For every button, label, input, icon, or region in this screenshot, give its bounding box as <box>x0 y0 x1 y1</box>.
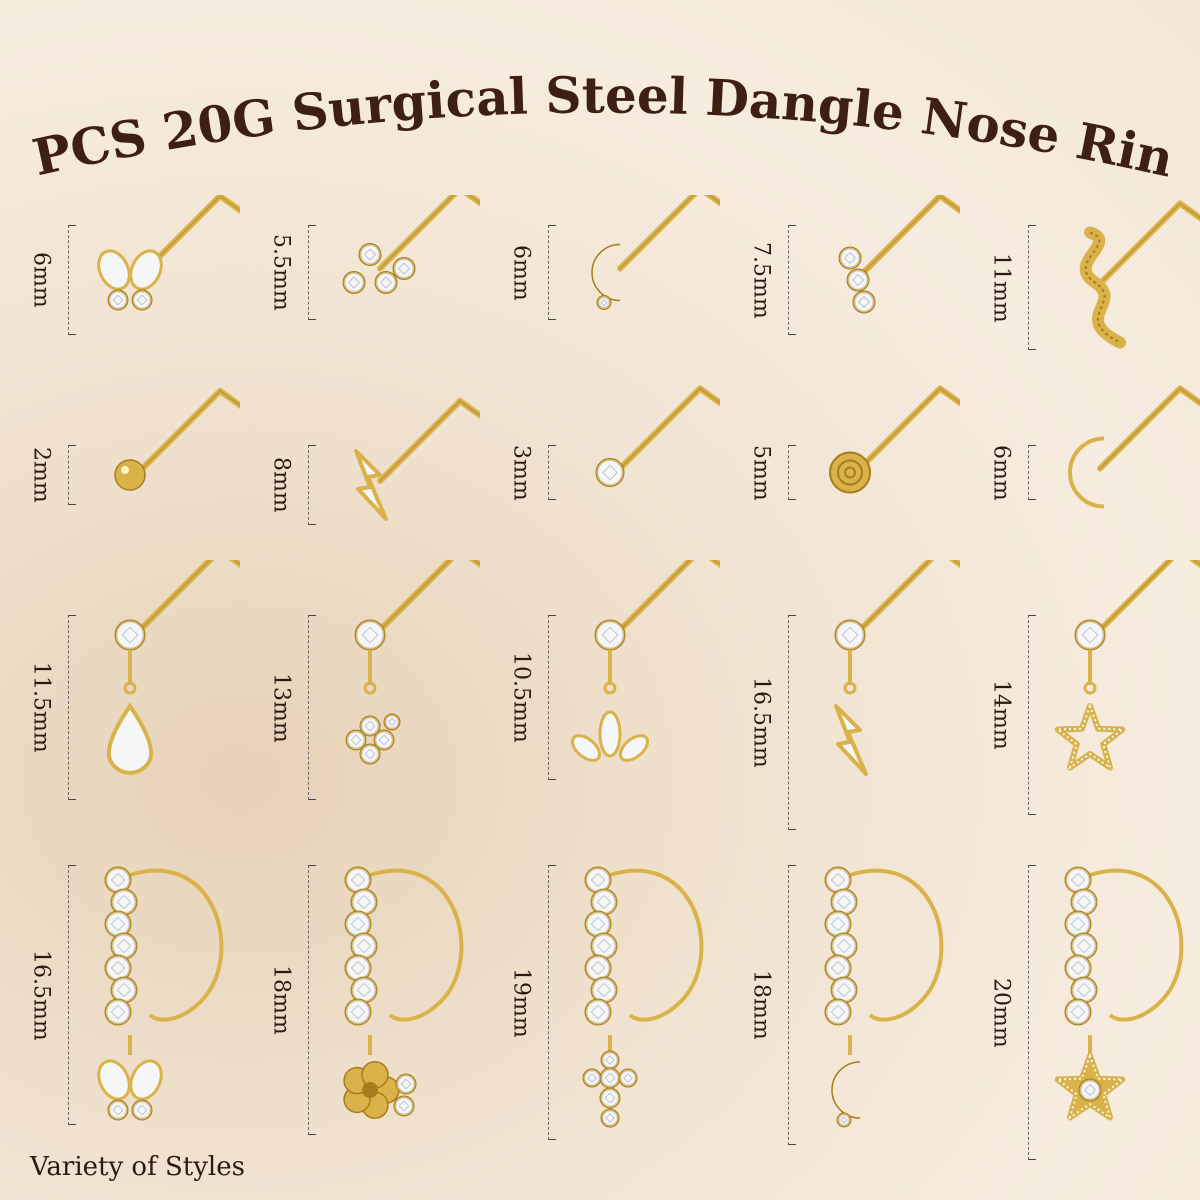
jewelry-illustration <box>834 560 960 776</box>
size-bracket <box>308 445 316 525</box>
size-label: 20mm <box>988 977 1014 1048</box>
product-item: 3mm <box>480 385 720 550</box>
size-bracket <box>548 225 556 320</box>
product-item: 13mm <box>240 560 480 830</box>
size-label: 16.5mm <box>748 677 774 768</box>
jewelry-illustration <box>354 398 480 521</box>
jewelry-illustration <box>345 560 480 765</box>
size-bracket <box>308 615 316 800</box>
caption: Variety of Styles <box>30 1152 245 1182</box>
size-label: 10.5mm <box>508 652 534 743</box>
size-label: 2mm <box>28 447 54 503</box>
jewelry-illustration <box>1054 866 1184 1121</box>
size-label: 14mm <box>988 680 1014 750</box>
size-bracket <box>788 445 796 500</box>
size-bracket <box>1028 865 1036 1160</box>
product-item: 5mm <box>720 385 960 550</box>
jewelry-illustration <box>342 195 480 294</box>
size-bracket <box>1028 445 1036 500</box>
product-item: 5.5mm <box>240 195 480 370</box>
size-bracket <box>1028 225 1036 350</box>
product-item: 7.5mm <box>720 195 960 370</box>
size-label: 8mm <box>268 457 294 513</box>
size-bracket <box>548 445 556 500</box>
jewelry-illustration <box>591 195 720 310</box>
size-bracket <box>68 445 76 505</box>
size-bracket <box>548 615 556 780</box>
size-bracket <box>1028 615 1036 815</box>
size-label: 3mm <box>508 444 534 501</box>
product-item: 8mm <box>240 385 480 550</box>
size-bracket <box>788 865 796 1145</box>
jewelry-illustration <box>824 866 944 1128</box>
product-item: 11.5mm <box>0 560 240 830</box>
page-title-wrap: 20PCS 20G Surgical Steel Dangle Nose Rin… <box>0 60 1200 180</box>
product-item: 16.5mm <box>0 850 240 1160</box>
jewelry-illustration <box>1079 200 1200 349</box>
size-bracket <box>68 865 76 1125</box>
jewelry-illustration <box>595 385 720 487</box>
product-item: 20mm <box>960 850 1200 1160</box>
size-label: 18mm <box>748 970 774 1040</box>
jewelry-illustration <box>97 195 240 311</box>
size-label: 18mm <box>268 965 294 1035</box>
jewelry-illustration <box>829 385 960 494</box>
size-bracket <box>788 615 796 830</box>
size-bracket <box>68 615 76 800</box>
size-label: 5.5mm <box>268 234 294 311</box>
size-label: 7.5mm <box>748 241 774 319</box>
product-item: 18mm <box>720 850 960 1160</box>
size-label: 11mm <box>988 252 1014 323</box>
jewelry-illustration <box>570 560 720 762</box>
size-label: 6mm <box>508 244 534 301</box>
jewelry-illustration <box>582 866 704 1128</box>
product-item: 18mm <box>240 850 480 1160</box>
page-title-svg: 20PCS 20G Surgical Steel Dangle Nose Rin… <box>0 60 1179 180</box>
size-label: 16.5mm <box>28 949 54 1041</box>
size-label: 6mm <box>988 444 1014 501</box>
size-label: 13mm <box>268 672 294 743</box>
size-label: 5mm <box>748 444 774 501</box>
jewelry-illustration <box>1054 560 1200 771</box>
size-label: 11.5mm <box>28 662 54 753</box>
product-item: 14mm <box>960 560 1200 830</box>
product-item: 19mm <box>480 850 720 1160</box>
jewelry-illustration <box>97 866 224 1121</box>
size-bracket <box>68 225 76 335</box>
page-title: 20PCS 20G Surgical Steel Dangle Nose Rin… <box>0 60 1179 180</box>
jewelry-illustration <box>107 560 240 775</box>
product-item: 6mm <box>480 195 720 370</box>
size-bracket <box>788 225 796 335</box>
product-item: 11mm <box>960 195 1200 370</box>
jewelry-illustration <box>1068 385 1200 509</box>
jewelry-illustration <box>343 866 464 1119</box>
product-item: 10.5mm <box>480 560 720 830</box>
jewelry-illustration <box>114 388 240 491</box>
product-item: 16.5mm <box>720 560 960 830</box>
jewelry-illustration <box>838 195 960 314</box>
product-item: 6mm <box>960 385 1200 550</box>
product-item: 2mm <box>0 385 240 550</box>
size-label: 19mm <box>508 967 534 1038</box>
size-label: 6mm <box>28 252 54 308</box>
size-bracket <box>308 225 316 320</box>
size-bracket <box>308 865 316 1135</box>
size-bracket <box>548 865 556 1140</box>
product-item: 6mm <box>0 195 240 370</box>
